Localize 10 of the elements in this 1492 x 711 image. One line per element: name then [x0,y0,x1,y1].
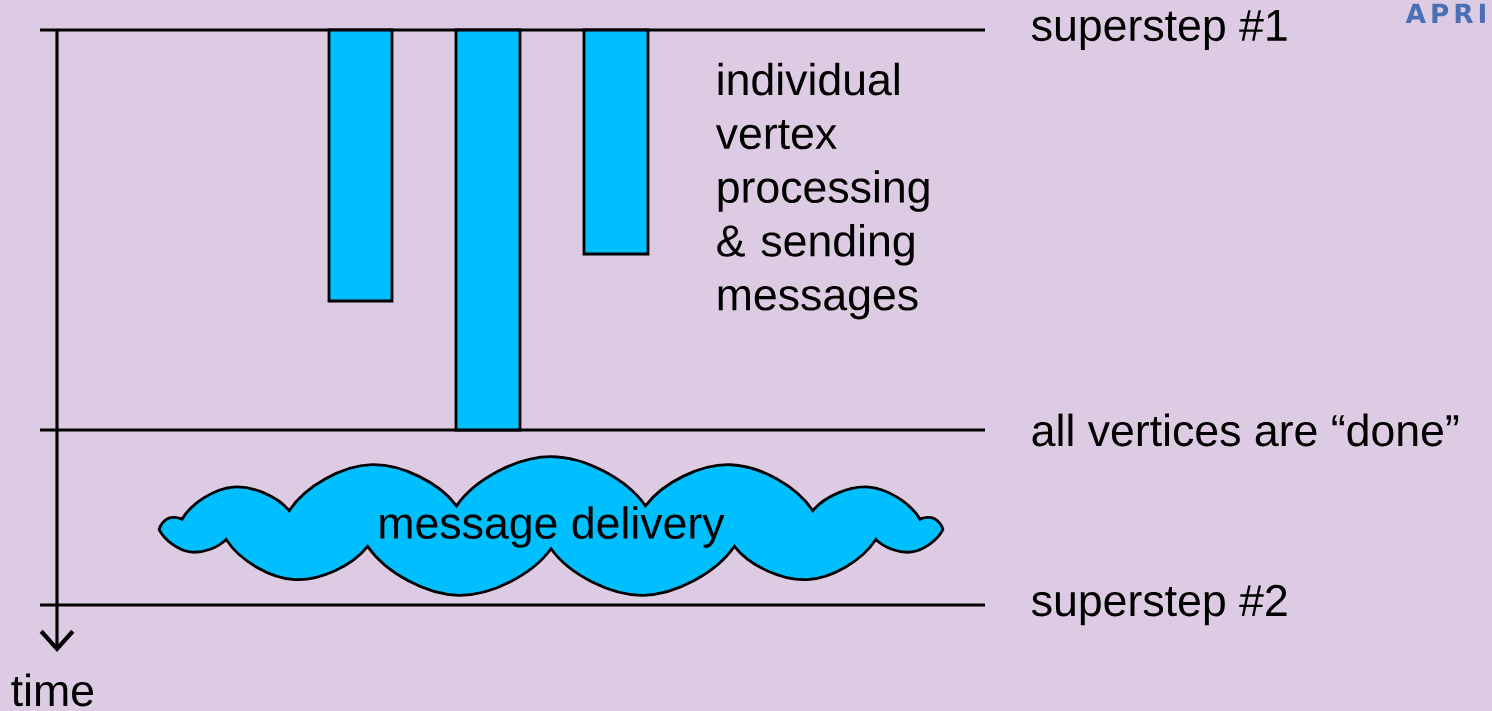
bar [582,28,650,256]
axis-label: time [11,673,93,707]
bar [454,28,522,432]
axis-label: superstep #1 [1032,10,1287,50]
axis-label: superstep #2 [1032,584,1287,626]
axis-label: all vertices are “done” [1032,413,1459,447]
bar [327,28,394,303]
cloud: message delivery [157,455,945,597]
annotation-text: individual vertex processing & sending messages [715,62,929,320]
banner-text: APRI [1405,3,1485,23]
